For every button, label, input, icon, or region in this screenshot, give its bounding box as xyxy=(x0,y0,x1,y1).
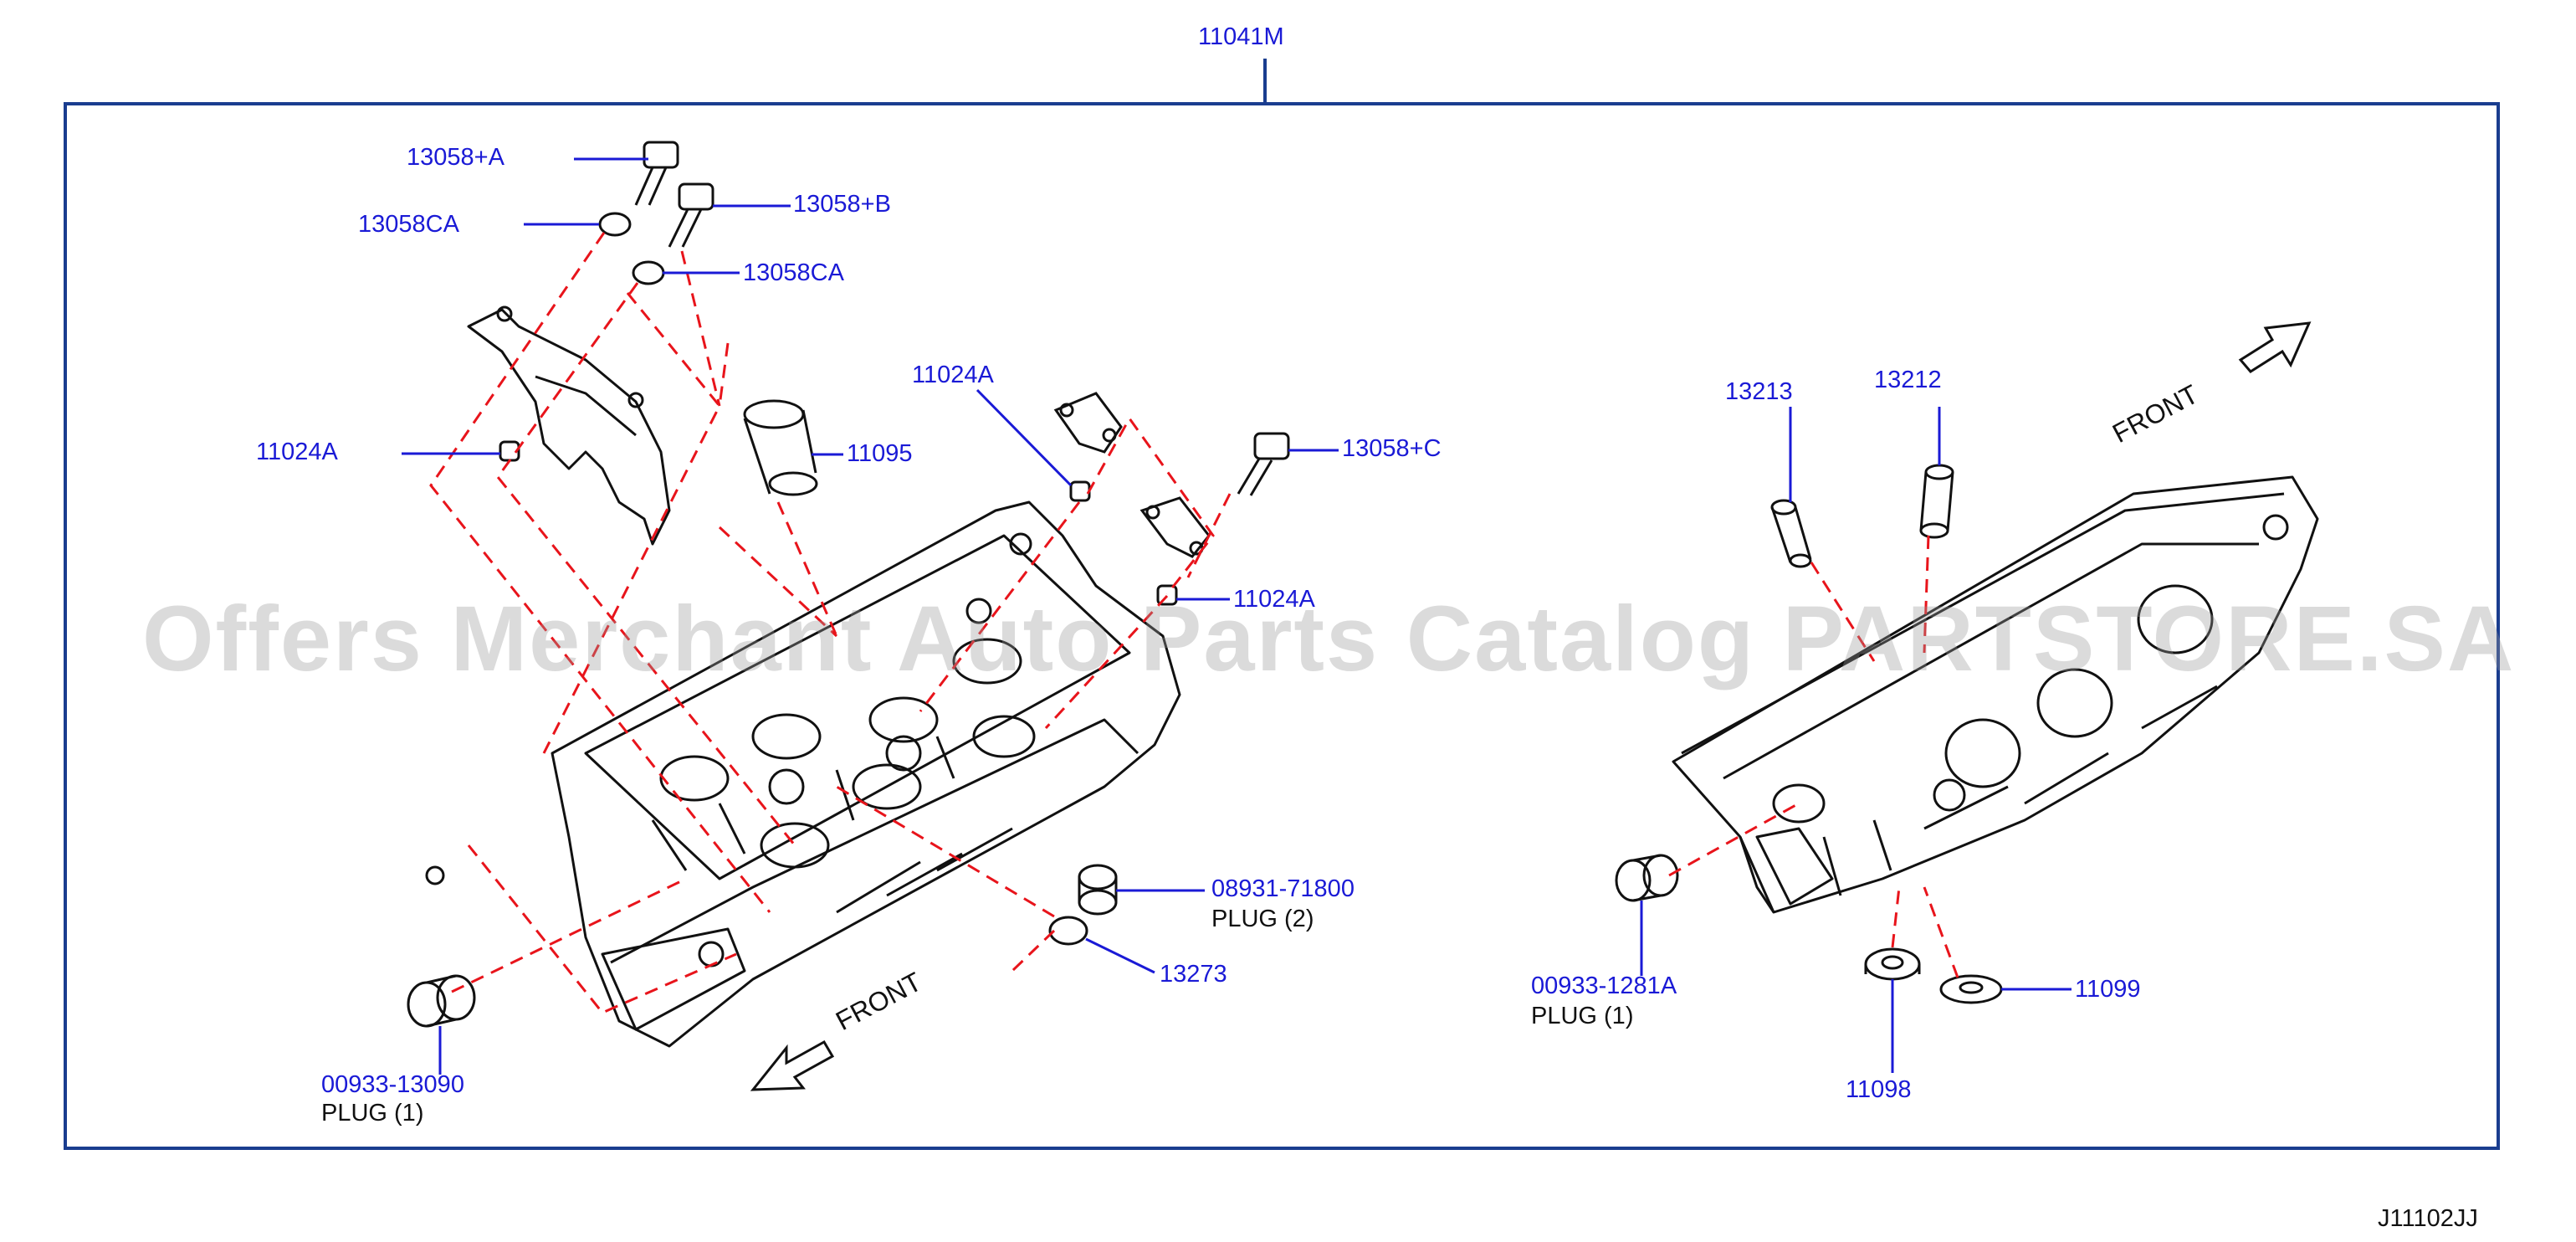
callout-13058-a[interactable]: 13058+A xyxy=(407,144,504,171)
callout-11099[interactable]: 11099 xyxy=(2075,976,2141,1003)
sleeve-11095 xyxy=(743,399,818,496)
callout-11024a-left[interactable]: 11024A xyxy=(256,439,338,465)
callout-13058-b[interactable]: 13058+B xyxy=(793,191,891,218)
bolt-13058-a xyxy=(634,141,679,206)
plug-00933-1281a xyxy=(1615,854,1679,902)
callout-11098[interactable]: 11098 xyxy=(1846,1076,1912,1103)
pin-13213 xyxy=(1770,499,1812,568)
assembly-label[interactable]: 11041M xyxy=(1198,23,1284,50)
seal-11099 xyxy=(1939,974,2003,1004)
bolt-13058-b xyxy=(668,182,714,248)
callout-00933-13090[interactable]: 00933-13090 xyxy=(321,1071,464,1098)
cam-bracket-left xyxy=(467,305,671,546)
washer-13058ca-2 xyxy=(632,260,665,285)
plug-08931 xyxy=(1078,864,1118,916)
watermark-text: Offers Merchant Auto Parts Catalog PARTS… xyxy=(142,588,2516,690)
front-arrow-left xyxy=(750,1039,835,1091)
callout-13058-c[interactable]: 13058+C xyxy=(1342,435,1442,462)
dowel-11024a-right xyxy=(1156,584,1178,606)
callout-08931[interactable]: 08931-71800 xyxy=(1211,875,1355,902)
callout-13212[interactable]: 13212 xyxy=(1874,367,1942,393)
callout-13213[interactable]: 13213 xyxy=(1725,378,1793,405)
callout-00933-1281a-desc: PLUG (1) xyxy=(1531,1003,1634,1029)
front-arrow-right xyxy=(2238,321,2312,373)
left-cylinder-head xyxy=(551,500,1181,1048)
bolt-13058-c xyxy=(1237,432,1290,496)
callout-00933-1281a[interactable]: 00933-1281A xyxy=(1531,973,1677,999)
washer-13273 xyxy=(1048,916,1088,946)
callout-13058ca-2[interactable]: 13058CA xyxy=(743,259,844,286)
seal-11098 xyxy=(1864,947,1921,981)
callout-11024a-top[interactable]: 11024A xyxy=(912,362,994,388)
assembly-frame xyxy=(64,102,2500,1150)
right-cylinder-head xyxy=(1672,475,2319,914)
callout-13273[interactable]: 13273 xyxy=(1160,961,1227,988)
callout-11095[interactable]: 11095 xyxy=(847,440,913,467)
cam-bracket-right xyxy=(1139,496,1211,558)
dowel-11024a-top xyxy=(1069,480,1091,502)
callout-00933-13090-desc: PLUG (1) xyxy=(321,1100,424,1127)
cam-bracket-top xyxy=(1053,392,1123,454)
callout-08931-desc: PLUG (2) xyxy=(1211,906,1314,932)
assembly-dashed-lines xyxy=(429,232,1959,1014)
callout-13058ca-1[interactable]: 13058CA xyxy=(358,211,459,238)
washer-13058ca-1 xyxy=(598,212,632,237)
plug-00933-13090 xyxy=(407,974,476,1028)
pin-13212 xyxy=(1919,464,1954,539)
ball-plug xyxy=(425,865,445,885)
callout-leader-lines xyxy=(402,157,2072,1075)
callout-11024a-right[interactable]: 11024A xyxy=(1233,586,1315,613)
diagram-code: J11102JJ xyxy=(2378,1205,2478,1232)
